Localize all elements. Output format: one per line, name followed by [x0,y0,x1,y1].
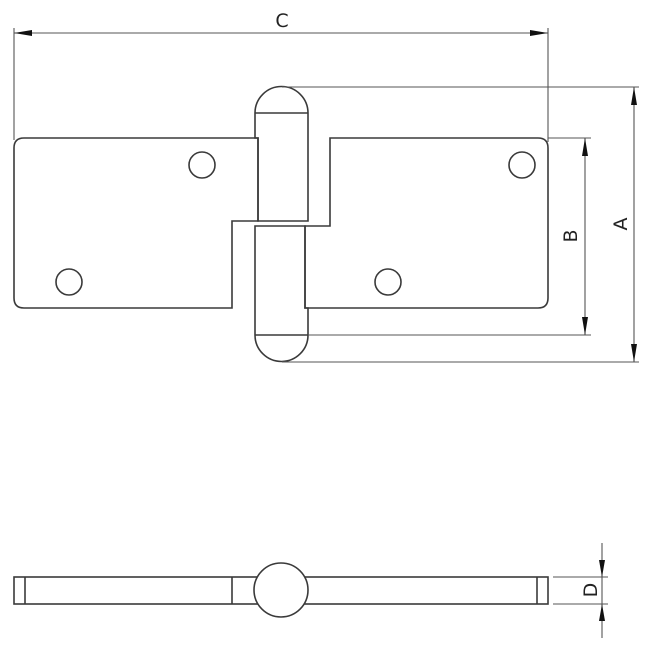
dimension-a: A [282,86,639,363]
arrow-down-icon [599,560,605,577]
hole-left-upper [188,151,216,179]
upper-knuckle [254,85,309,222]
pin-circle [253,562,309,618]
dimension-label-a: A [610,218,632,231]
hole-right-lower [374,268,402,296]
arrow-right-icon [530,30,548,36]
dimension-b: B [308,137,591,336]
arrow-left-icon [14,30,32,36]
arrow-down-icon [631,344,637,362]
arrow-down-icon [582,317,588,335]
bottom-view [13,562,549,618]
dimension-label-b: B [560,229,582,242]
front-view [13,85,549,363]
arrow-up-icon [599,604,605,621]
dimension-c: C [13,10,549,142]
dimension-label-c: C [275,10,288,32]
arrow-up-icon [631,87,637,105]
dimension-d: D [553,543,608,638]
hole-left-lower [55,268,83,296]
arrow-up-icon [582,138,588,156]
lower-knuckle [254,225,309,363]
left-leaf [13,137,259,309]
dimension-label-d: D [580,583,602,598]
hole-right-upper [508,151,536,179]
right-leaf [304,137,549,309]
